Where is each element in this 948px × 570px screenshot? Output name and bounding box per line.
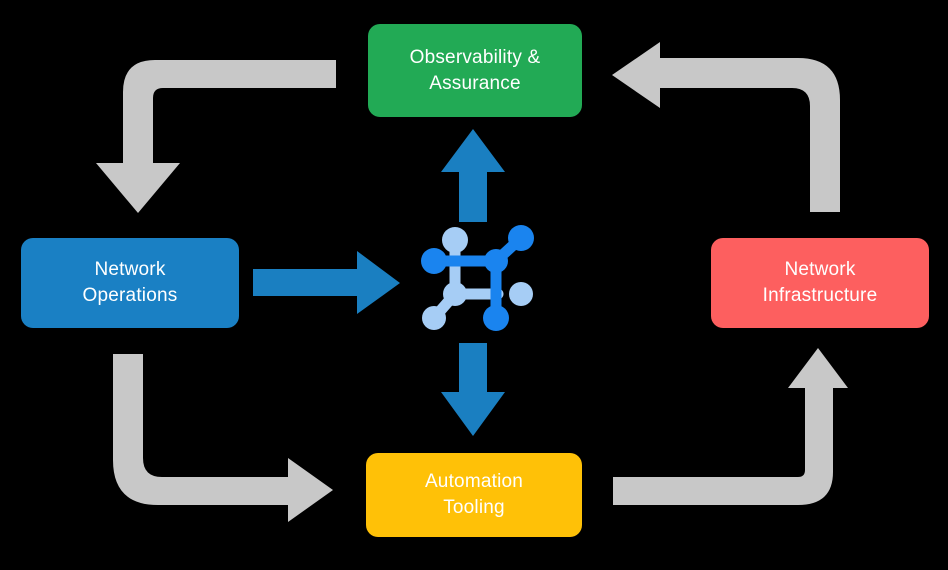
node-network-operations-label: Network Operations: [82, 259, 178, 306]
blue-arrow-operations-to-center: [253, 251, 400, 314]
node-automation-tooling[interactable]: Automation Tooling: [366, 453, 582, 537]
topology-edges-light: [428, 234, 504, 324]
network-topology-icon: [421, 225, 534, 331]
topology-nodes: [421, 225, 534, 331]
grey-arrow-observability-to-operations: [96, 60, 336, 213]
blue-arrow-center-to-automation: [441, 343, 505, 436]
node-observability-label: Observability & Assurance: [409, 46, 541, 94]
node-network-operations[interactable]: Network Operations: [21, 238, 239, 328]
node-network-infrastructure-label: Network Infrastructure: [762, 259, 878, 306]
node-network-infrastructure[interactable]: Network Infrastructure: [711, 238, 929, 328]
node-observability-and-assurance[interactable]: Observability & Assurance: [368, 24, 582, 117]
blue-arrow-center-to-observability: [441, 129, 505, 222]
node-automation-tooling-label: Automation Tooling: [424, 471, 524, 518]
grey-arrow-automation-to-infrastructure: [613, 348, 848, 505]
grey-arrow-infrastructure-to-observability: [612, 42, 840, 212]
grey-arrow-operations-to-automation: [113, 354, 333, 522]
